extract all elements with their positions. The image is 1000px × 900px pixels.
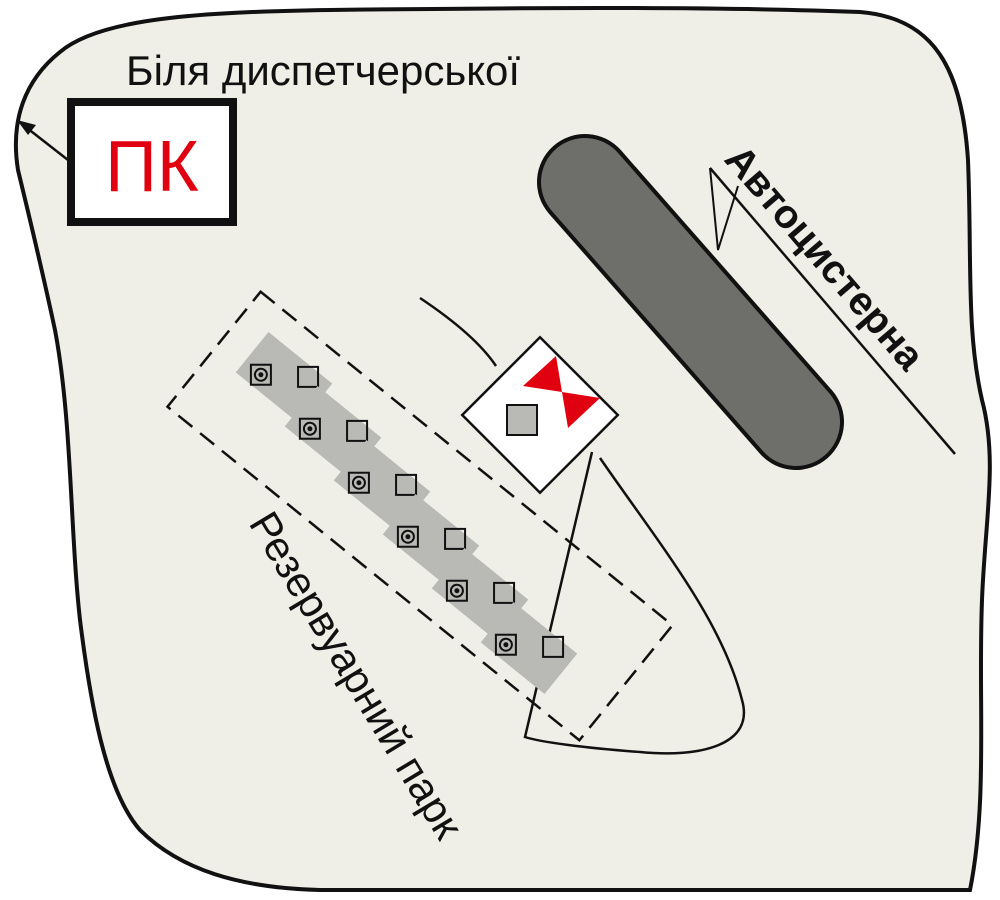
tanker-body-inner bbox=[541, 138, 840, 466]
tank-ring-center bbox=[454, 588, 460, 594]
valve-box-frame bbox=[460, 335, 620, 495]
tank-ring-center bbox=[503, 642, 509, 648]
pk-box[interactable] bbox=[67, 98, 237, 226]
circle-in-square-icon bbox=[298, 417, 321, 440]
tank-ring bbox=[253, 367, 268, 382]
bowtie-valve-right-wing bbox=[562, 392, 600, 428]
tank-ring bbox=[302, 421, 317, 436]
hatch-symbol-valve bbox=[506, 404, 538, 436]
pk-box-label: ПК bbox=[105, 127, 199, 207]
square-icon bbox=[395, 473, 418, 496]
tank-ring bbox=[449, 583, 464, 598]
circle-in-square-icon bbox=[347, 471, 370, 494]
arrow-up-left-icon bbox=[17, 120, 36, 135]
tank-cell[interactable] bbox=[480, 599, 580, 695]
square-icon bbox=[346, 419, 369, 442]
tank-cells bbox=[235, 331, 580, 695]
valve-box[interactable] bbox=[460, 335, 620, 495]
tanker-label-underline bbox=[709, 167, 956, 455]
square-icon bbox=[297, 365, 320, 388]
tank-ring bbox=[400, 529, 415, 544]
dispatcher-note-label: Біля диспетчерської bbox=[126, 47, 520, 94]
tank-cell-background bbox=[480, 601, 578, 695]
leader-line bbox=[26, 127, 69, 161]
tanker-callout-line bbox=[709, 167, 739, 251]
discharge-hose bbox=[419, 296, 746, 755]
tank-ring-center bbox=[258, 372, 264, 378]
square-icon bbox=[493, 581, 516, 604]
bowtie-valve-left-wing bbox=[523, 356, 562, 392]
square-icon bbox=[444, 527, 467, 550]
square-icon bbox=[542, 635, 565, 658]
tank-ring-center bbox=[405, 534, 411, 540]
circle-in-square-icon bbox=[494, 633, 517, 656]
circle-in-square-icon bbox=[249, 363, 272, 386]
tank-farm-enclosure bbox=[165, 289, 675, 743]
circle-in-square-icon bbox=[445, 579, 468, 602]
circle-in-square-icon bbox=[396, 525, 419, 548]
tank-ring-center bbox=[356, 480, 362, 486]
tank-ring-center bbox=[307, 426, 313, 432]
tank-ring bbox=[498, 637, 513, 652]
tank-ring bbox=[351, 475, 366, 490]
